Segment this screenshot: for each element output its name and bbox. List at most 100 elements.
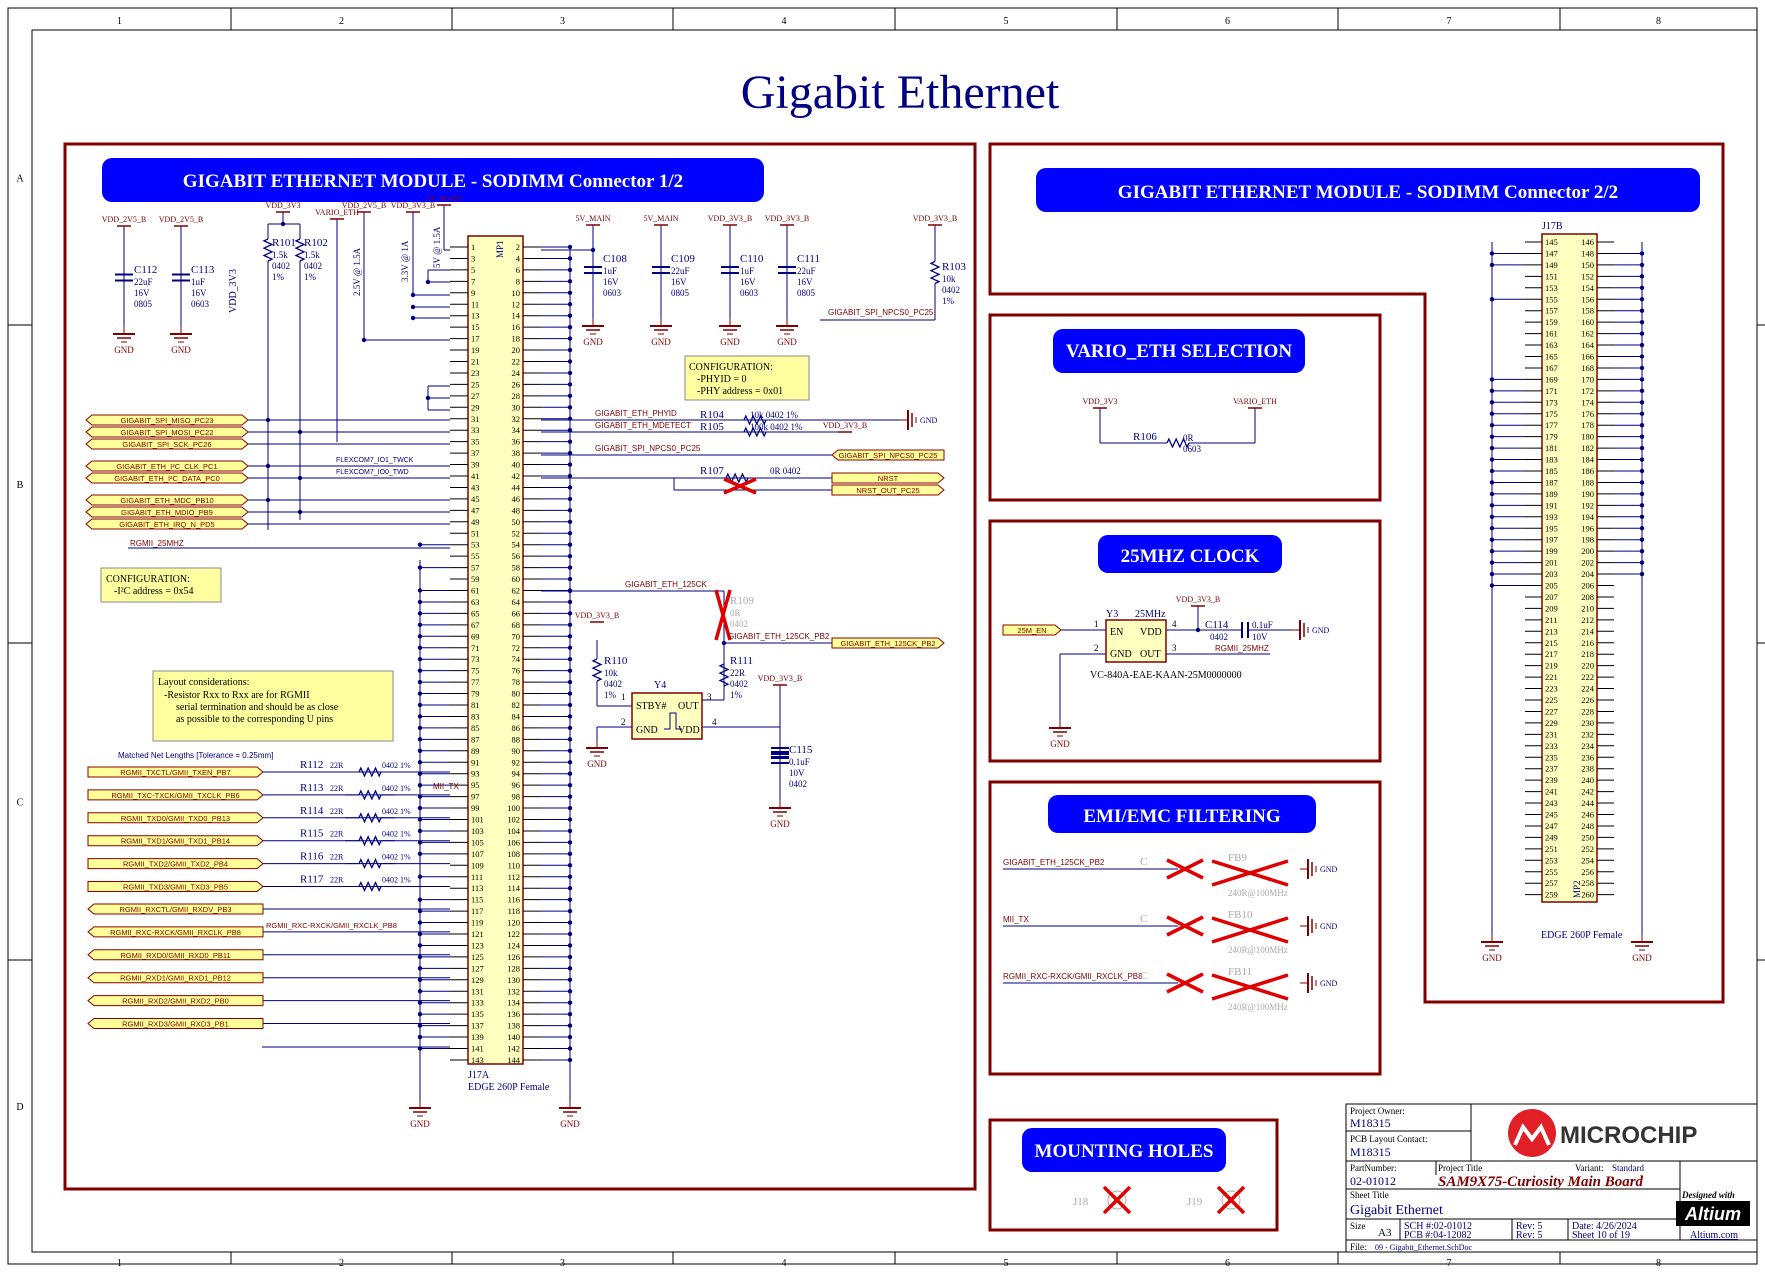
gnd-label: GND <box>560 1119 580 1129</box>
j17b-pin-right: 162 <box>1581 329 1594 339</box>
junction-dot <box>265 497 271 503</box>
j17a-pin-right: 128 <box>507 963 520 973</box>
y3-body <box>1105 619 1167 663</box>
emi-fb-dnp-cross-b <box>1211 973 1289 1001</box>
j17b-pin-right: 246 <box>1581 810 1594 820</box>
j17b-pin-right: 228 <box>1581 706 1594 716</box>
label-5v-current: 5V @ 1.5A <box>432 226 442 268</box>
pwr-cap-label: 5V_MAIN <box>575 214 610 223</box>
j17a-pin-left: 125 <box>471 952 484 962</box>
junction-dot <box>417 565 423 570</box>
tx-port-4: RGMII_TXD2/GMII_TXD2_PB4 <box>123 860 228 869</box>
y3-ref: Y3 <box>1106 609 1118 620</box>
j17b-pin-left: 159 <box>1545 317 1558 327</box>
zone-col-top: 5 <box>1004 16 1009 27</box>
tb-file-label: File: <box>1350 1242 1367 1252</box>
gnd-y4: GND <box>586 740 608 769</box>
y4-pin3: 3 <box>707 692 712 702</box>
j17b-left-gnd: GND <box>1481 934 1503 963</box>
tx-port-4-shape <box>87 858 264 870</box>
j17a-pin-left: 43 <box>471 482 480 492</box>
j17b-pin-right: 202 <box>1581 558 1594 568</box>
section-mounting <box>988 1118 1279 1232</box>
j17a-pin-left: 137 <box>471 1021 484 1031</box>
zone-col-top: 3 <box>560 16 565 27</box>
junction-dot <box>297 475 303 481</box>
j17b-pin-left: 245 <box>1545 810 1558 820</box>
j17a-pin-left: 131 <box>471 986 484 996</box>
cap-ref: C111 <box>797 253 820 265</box>
r109-pkg: 0402 <box>730 619 748 629</box>
j17a-pin-right: 44 <box>512 482 521 492</box>
j17a-pin-right: 22 <box>512 357 521 367</box>
j17a-pin-right: 64 <box>512 597 521 607</box>
j17a-left-gnd: GND <box>409 1100 431 1129</box>
j17a-pin-left: 49 <box>471 517 480 527</box>
junction-dot <box>567 1034 573 1040</box>
j17a-pin-left: 27 <box>471 391 480 401</box>
gnd-label: GND <box>114 345 134 355</box>
tb-altium-url[interactable]: Altium.com <box>1690 1230 1738 1241</box>
j17b-pin-right: 248 <box>1581 821 1594 831</box>
junction-dot <box>1639 514 1645 519</box>
j17a-pin-left: 7 <box>471 276 475 286</box>
mounting-hole-icon <box>1221 1190 1241 1210</box>
j17a-pin-right: 66 <box>512 608 521 618</box>
y4-pin4: 4 <box>712 717 717 727</box>
junction-dot <box>567 897 573 902</box>
npcs0-label: GIGABIT_SPI_NPCS0_PC25 <box>595 444 701 453</box>
j17a-pin-right: 40 <box>512 460 521 470</box>
j17b-pin-left: 173 <box>1545 397 1558 407</box>
j17b-pin-left: 239 <box>1545 775 1558 785</box>
j17a-pin-right: 2 <box>516 242 520 252</box>
junction-dot <box>1489 491 1495 497</box>
j17a-pin-left: 29 <box>471 402 480 412</box>
r107-zigzag <box>725 472 749 484</box>
junction-dot <box>1489 457 1495 462</box>
r105-zigzag <box>743 426 767 438</box>
j17b-pin-right: 220 <box>1581 661 1594 671</box>
tx-port-3: RGMII_TXD1/GMII_TXD1_PB14 <box>121 837 230 846</box>
j17b-pin-left: 231 <box>1545 729 1558 739</box>
junction-dot <box>567 393 573 399</box>
left-port-3: GIGABIT_ETH_I²C_CLK_PC1 <box>116 462 217 471</box>
j17a-pin-right: 92 <box>512 757 521 767</box>
tb-sheet-label: Sheet Title <box>1350 1190 1389 1200</box>
r105-ref: R105 <box>700 421 724 433</box>
pwr-5v-label: 5V_MAIN <box>426 194 461 203</box>
cap-package: 0603 <box>603 288 622 298</box>
emi-fb-dnp-cross-b <box>1211 859 1289 887</box>
j17a-pin-left: 63 <box>471 597 480 607</box>
junction-dot <box>1489 526 1495 531</box>
junction-dot <box>417 954 423 960</box>
gnd-cap: GND <box>719 318 741 347</box>
layout-note-line4: as possible to the corresponding U pins <box>176 714 333 725</box>
junction-dot <box>417 840 423 845</box>
r106-value: 0R <box>1183 433 1194 443</box>
r105-value: 100k 0402 1% <box>750 422 803 432</box>
tb-altium: Altium <box>1684 1204 1741 1224</box>
junction-dot <box>567 553 573 559</box>
j17a-right-gnd: GND <box>559 1100 581 1129</box>
r111-zigzag <box>718 663 730 687</box>
y3-pin4: 4 <box>1172 619 1177 629</box>
emi-net-label: GIGABIT_ETH_125CK_PB2 <box>1003 858 1105 867</box>
junction-dot <box>417 828 423 834</box>
junction-dot <box>567 428 573 433</box>
npcs0-port: GIGABIT_SPI_NPCS0_PC25 <box>839 451 938 460</box>
junction-dot <box>590 247 596 253</box>
j17a-pin-right: 70 <box>512 631 521 641</box>
rx-clk-label: RGMII_RXC-RXCK/GMII_RXCLK_PB8 <box>266 921 397 930</box>
j17b-pin-right: 216 <box>1581 638 1594 648</box>
emi-banner <box>1048 795 1316 833</box>
j17a-pin-right: 72 <box>512 643 521 653</box>
j17b-pin-right: 242 <box>1581 787 1594 797</box>
j17b-pins: 1451471491511531551571591611631651671691… <box>1525 237 1614 900</box>
tx-port-1: RGMII_TXC-TXCK/GMII_TXCLK_PB6 <box>111 791 239 800</box>
junction-dot <box>1639 434 1645 439</box>
j17b-pin-right: 188 <box>1581 477 1594 487</box>
junction-dot <box>417 737 423 742</box>
junction-dot <box>1639 537 1645 542</box>
j17a-pin-right: 108 <box>507 849 520 859</box>
j17a-pin-right: 106 <box>507 837 520 847</box>
